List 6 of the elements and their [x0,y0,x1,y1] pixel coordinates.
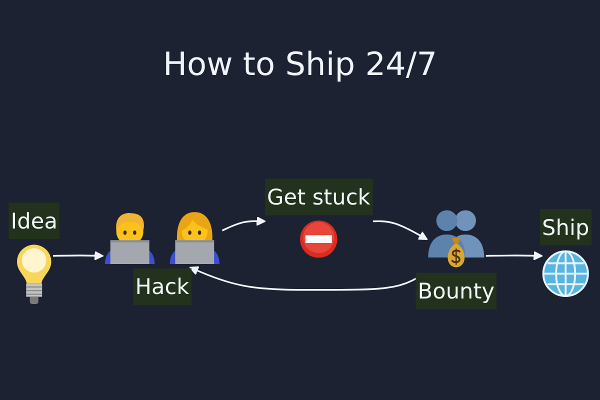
arrow [372,220,428,240]
arrow [189,266,417,291]
arrow [486,250,543,260]
arrow [53,250,104,260]
arrow [222,216,266,232]
diagram-title: How to Ship 24/7 [162,44,438,85]
